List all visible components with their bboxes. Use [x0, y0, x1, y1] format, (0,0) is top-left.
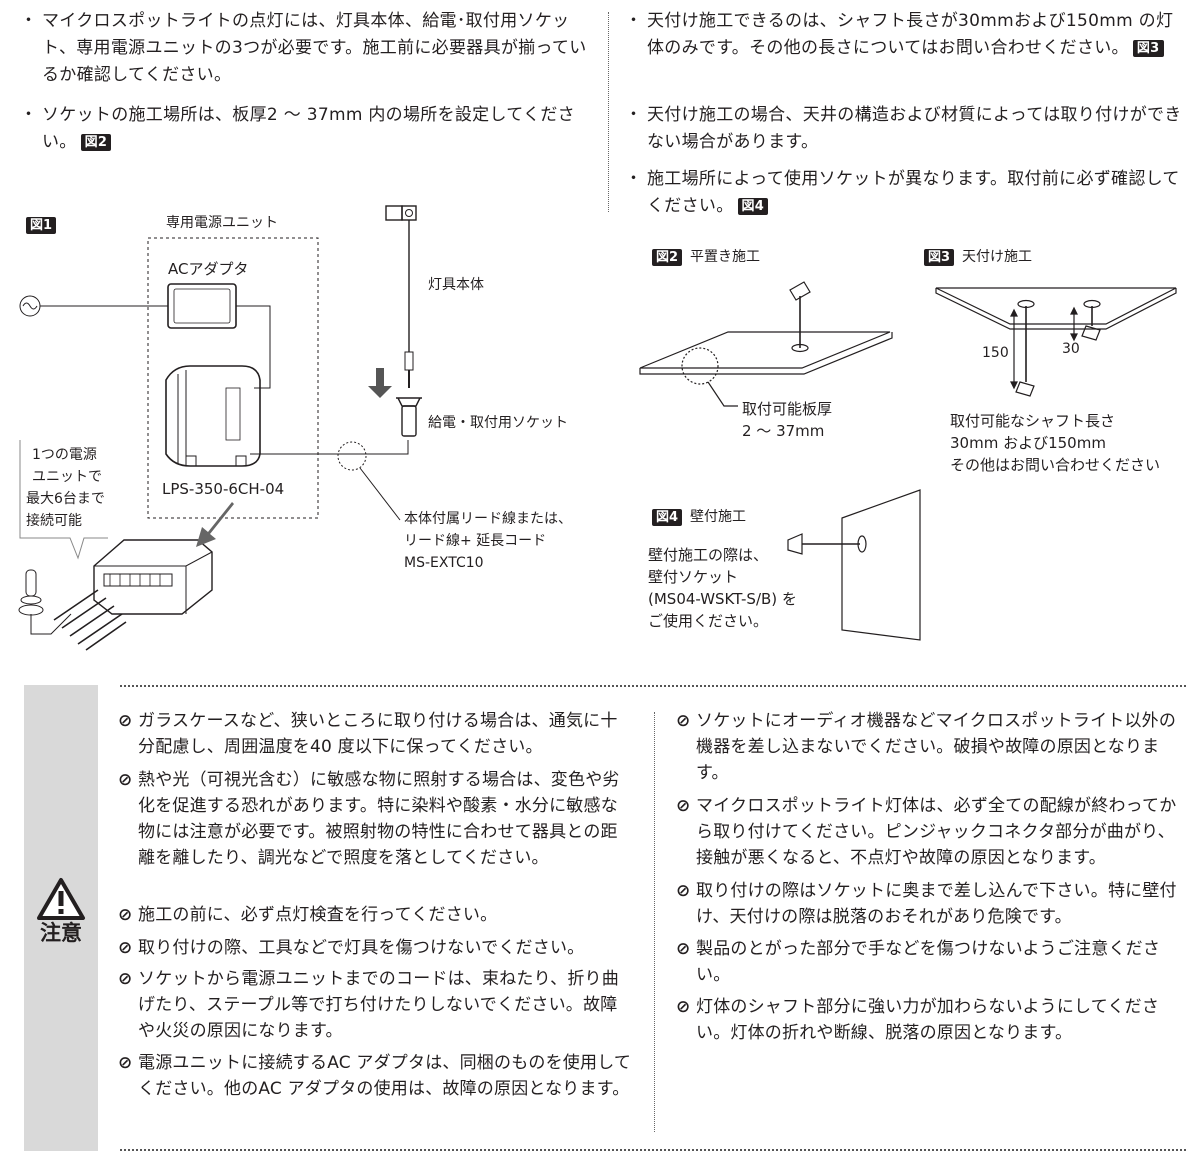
top-right-bullet-2: ・ 天付け施工の場合、天井の構造および材質によっては取り付けができない場合があり… [625, 105, 1182, 152]
caution-right-3: ⊘取り付けの際はソケットに奥まで差し込んで下さい。特に壁付け、天付けの際は脱落の… [676, 881, 1177, 927]
fig1-power-unit-label: 専用電源ユニット [166, 215, 278, 231]
caution-sidebar: 注意 [24, 685, 98, 1151]
fig3-caption: 取付可能なシャフト長さ 30mm および150mm その他はお問い合わせください [950, 412, 1161, 474]
caution-right-5: ⊘灯体のシャフト部分に強い力が加わらないようにしてください。灯体の折れや断線、脱… [676, 997, 1160, 1043]
fig1-socket-label: 給電・取付用ソケット [428, 415, 568, 431]
fig1-ac-adapter-label: ACアダプタ [168, 260, 249, 278]
fig4-diagram [787, 489, 921, 641]
caution-left-6: ⊘電源ユニットに接続するAC アダプタは、同梱のものを使用してください。他のAC… [118, 1053, 632, 1099]
caution-right-2: ⊘マイクロスポットライト灯体は、必ず全ての配線が終わってから取り付けてください。… [676, 796, 1177, 868]
caution-left-4: ⊘取り付けの際、工具などで灯具を傷つけないでください。 [118, 938, 585, 958]
fig1-cord-text: 本体付属リード線または、 リード線+ 延長コード MS-EXTC10 [404, 511, 572, 571]
caution-bottom-border [120, 1149, 1186, 1151]
caution-left-2: ⊘熱や光（可視光含む）に敏感な物に照射する場合は、変色や劣化を促進する恐れがあり… [118, 770, 620, 868]
top-right-bullet-1: ・ 天付け施工できるのは、シャフト長さが30mmおよび150mm の灯体のみです… [625, 11, 1174, 58]
fig1-bubble-text: 1つの電源 ユニットで 最大6台まで 接続可能 [26, 447, 105, 529]
fig3-dim-short: 30 [1062, 341, 1080, 357]
caution-left-1: ⊘ガラスケースなど、狭いところに取り付ける場合は、通気に十分配慮し、周囲温度を4… [118, 711, 618, 757]
top-column-divider [608, 12, 609, 212]
fig4-ref-badge: 図4 [737, 197, 769, 215]
caution-title: 注意 [40, 921, 82, 945]
fig2-diagram [639, 281, 893, 407]
fig1-wiring-diagram [18, 205, 422, 651]
caution-top-border [120, 685, 1186, 687]
fig2-caption: 取付可能板厚 2 ～ 37mm [742, 400, 833, 440]
caution-column-divider [654, 712, 655, 1132]
fig3-ref-badge: 図3 [1132, 39, 1164, 57]
fig4-caption: 壁付施工の際は、 壁付ソケット (MS04-WSKT-S/B) を ご使用くださ… [648, 546, 797, 630]
caution-left-5: ⊘ソケットから電源ユニットまでのコードは、束ねたり、折り曲げたり、ステープル等で… [118, 969, 619, 1041]
caution-right-4: ⊘製品のとがった部分で手などを傷つけないようご注意ください。 [676, 939, 1161, 985]
caution-left-3: ⊘施工の前に、必ず点灯検査を行ってください。 [118, 905, 498, 925]
fig3-dim-long: 150 [982, 345, 1009, 361]
fig3-diagram [935, 287, 1177, 397]
top-left-bullet-1: ・ マイクロスポットライトの点灯には、灯具本体、給電･取付用ソケット、専用電源ユ… [20, 11, 587, 85]
fig1-badge: 図1 [26, 216, 64, 234]
fig2-ref-badge: 図2 [80, 133, 112, 151]
top-left-bullet-2: ・ ソケットの施工場所は、板厚2 ～ 37mm 内の場所を設定してください。図2 [20, 105, 575, 152]
caution-right-1: ⊘ソケットにオーディオ機器などマイクロスポットライト以外の機器を差し込まないでく… [676, 711, 1177, 783]
warning-icon [37, 878, 85, 920]
fig1-fixture-label: 灯具本体 [428, 277, 484, 293]
top-right-bullet-3: ・ 施工場所によって使用ソケットが異なります。取付前に必ず確認してください。図4 [625, 169, 1180, 216]
fig1-unit-model: LPS-350-6CH-04 [162, 480, 285, 498]
